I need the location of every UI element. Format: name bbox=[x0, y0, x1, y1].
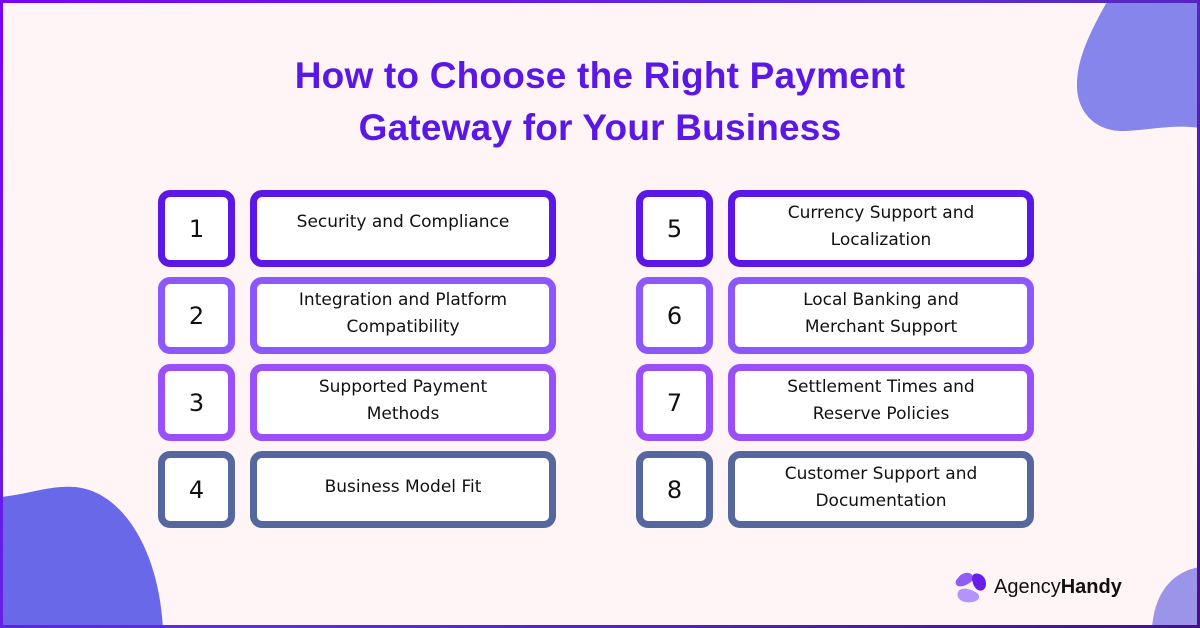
logo-wordmark: AgencyHandy bbox=[994, 576, 1122, 599]
agencyhandy-logo-icon bbox=[955, 572, 986, 603]
item-label: Supported Payment Methods bbox=[250, 364, 556, 441]
title-line-2: Gateway for Your Business bbox=[358, 107, 842, 148]
item-number: 3 bbox=[158, 364, 235, 441]
item-number: 2 bbox=[158, 277, 235, 354]
item-label: Local Banking and Merchant Support bbox=[728, 277, 1034, 354]
item-label: Settlement Times and Reserve Policies bbox=[728, 364, 1034, 441]
item-label: Currency Support and Localization bbox=[728, 190, 1034, 267]
item-number: 7 bbox=[636, 364, 713, 441]
blob-bottom-right-decoration bbox=[1152, 567, 1200, 628]
brand-logo: AgencyHandy bbox=[954, 570, 1122, 604]
item-number: 5 bbox=[636, 190, 713, 267]
logo-text-bold: Handy bbox=[1060, 575, 1122, 598]
item-label: Integration and Platform Compatibility bbox=[250, 277, 556, 354]
item-number: 4 bbox=[158, 451, 235, 528]
item-number: 6 bbox=[636, 277, 713, 354]
item-label: Customer Support and Documentation bbox=[728, 451, 1034, 528]
page-title: How to Choose the Right Payment Gateway … bbox=[0, 50, 1200, 154]
blob-bottom-left-decoration bbox=[0, 486, 163, 628]
item-label: Business Model Fit bbox=[250, 451, 556, 528]
title-line-1: How to Choose the Right Payment bbox=[294, 55, 906, 96]
item-number: 1 bbox=[158, 190, 235, 267]
item-label: Security and Compliance bbox=[250, 190, 556, 267]
item-number: 8 bbox=[636, 451, 713, 528]
logo-text-regular: Agency bbox=[994, 575, 1061, 598]
